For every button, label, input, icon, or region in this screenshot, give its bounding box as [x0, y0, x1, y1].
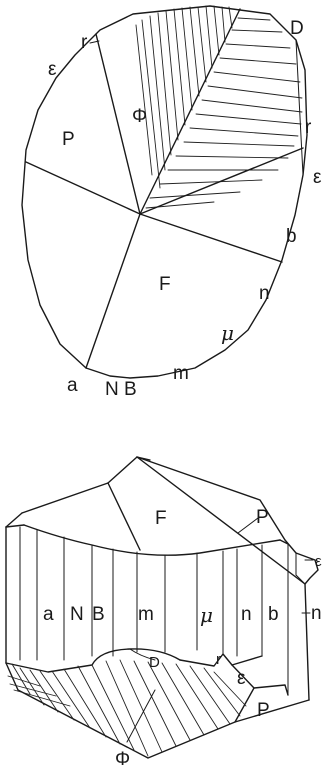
- eps-left-label: ε: [48, 59, 57, 80]
- n-right-label: n: [311, 603, 322, 624]
- roof-outline: [136, 456, 319, 585]
- p-face-label: P: [62, 129, 75, 150]
- b-face-label: b: [286, 226, 297, 247]
- a-face-label: a: [67, 375, 78, 396]
- d-face-label: D: [290, 18, 304, 39]
- bottom-crystal-drawing: F P ε n a N B m μ n b D r ε P Φ: [5, 456, 322, 770]
- n-face-label: n: [259, 283, 270, 304]
- r-left-label: r: [81, 32, 88, 53]
- d-face-label: D: [149, 654, 160, 671]
- f-face-label: F: [159, 274, 171, 295]
- m-face-label: m: [173, 363, 189, 384]
- phi-face-label: Φ: [132, 106, 147, 127]
- phi-bottom-label: Φ: [115, 749, 130, 770]
- eps-top-label: ε: [315, 553, 322, 570]
- r-face-label: r: [216, 651, 221, 668]
- p-bottom-face-label: P: [257, 700, 270, 721]
- b-upper-face-label: B: [124, 379, 137, 400]
- phi-face-hatching: [135, 5, 233, 189]
- top-outline: [21, 5, 308, 379]
- top-crystal-projection: Φ P F r ε D r ε b n μ m B N a: [21, 5, 322, 400]
- mu-face-label: μ: [221, 321, 234, 345]
- top-face-boundaries: [25, 8, 304, 369]
- f-face-label: F: [155, 508, 167, 529]
- a-face-label: a: [43, 604, 54, 625]
- b-upper-face-label: B: [92, 604, 105, 625]
- lower-phi-hatching: [11, 659, 247, 757]
- eps-right-label: ε: [313, 167, 322, 188]
- n-upper-face-label: N: [105, 379, 119, 400]
- p-top-face-label: P: [256, 507, 269, 528]
- d-face-hatching: [145, 17, 303, 209]
- lower-left-hatching: [7, 675, 71, 707]
- b-face-label: b: [268, 604, 279, 625]
- r-right-label: r: [305, 117, 312, 138]
- m-face-label: m: [138, 604, 154, 625]
- eps-face-label: ε: [237, 668, 246, 689]
- n-face-label: n: [241, 604, 252, 625]
- prism-face-boundaries: [19, 526, 306, 696]
- mu-face-label: μ: [200, 603, 213, 627]
- n-upper-face-label: N: [70, 604, 84, 625]
